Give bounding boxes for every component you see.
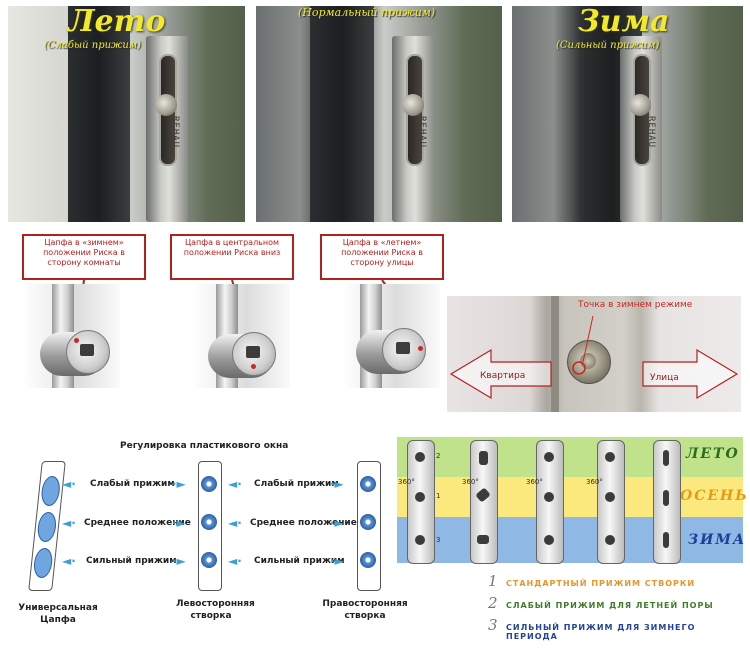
position-label-strong: Сильный прижим — [86, 556, 177, 566]
callout-center: Цапфа в центральном положении Риска вниз — [170, 234, 294, 280]
arrow-left-5: ◄· — [62, 554, 76, 568]
caption-right-sash: Правосторонняя створка — [322, 599, 408, 621]
arrow-left-2: ◄· — [228, 477, 242, 491]
arrow-right-2: ·► — [330, 477, 344, 491]
cell-num-2: 2 — [436, 452, 441, 460]
cell-num-1: 1 — [436, 492, 441, 500]
band-winter — [397, 517, 743, 563]
band-label-winter: ЗИМА — [688, 532, 747, 548]
legend-num-1: 1 — [488, 572, 498, 590]
band-summer — [397, 437, 743, 477]
callout-summer: Цапфа в «летнем» положении Риска в сторо… — [320, 234, 444, 280]
summer-title: Лето — [68, 4, 166, 39]
summer-photo: REHAU — [8, 6, 245, 222]
cell-num-3: 3 — [436, 536, 441, 544]
arrow-left-1: ◄· — [62, 477, 76, 491]
street-arrow-label: Улица — [650, 373, 679, 383]
outdoor-photo — [447, 296, 741, 412]
caption-left-sash: Левосторонняя створка — [176, 599, 255, 621]
band-label-summer: ЛЕТО — [686, 446, 740, 462]
position-label-weak-2: Слабый прижим — [254, 479, 339, 489]
angle-label-3: 360° — [526, 478, 543, 486]
arrow-right-1: ·► — [172, 477, 186, 491]
arrow-right-6: ·► — [330, 554, 344, 568]
legend-num-2: 2 — [488, 594, 498, 612]
winter-point-label: Точка в зимнем режиме — [578, 300, 693, 310]
winter-title: Зима — [578, 4, 670, 39]
normal-photo: REHAU — [256, 6, 502, 222]
callout-winter: Цапфа в «зимнем» положении Риска в сторо… — [22, 234, 146, 280]
arrow-left-3: ◄· — [62, 516, 76, 530]
arrow-left-4: ◄· — [228, 516, 242, 530]
angle-label-2: 360° — [462, 478, 479, 486]
position-label-strong-2: Сильный прижим — [254, 556, 345, 566]
caption-universal: Универсальная Цапфа — [18, 603, 98, 625]
arrow-right-4: ·► — [330, 516, 344, 530]
legend-text-1: СТАНДАРТНЫЙ ПРИЖИМ СТВОРКИ — [506, 579, 696, 588]
trunnion-winter-photo — [22, 284, 120, 388]
diagram-title: Регулировка пластикового окна — [120, 441, 289, 451]
angle-label-4: 360° — [586, 478, 603, 486]
outdoor-overlay — [449, 315, 739, 400]
legend-num-3: 3 — [488, 616, 498, 634]
position-label-middle: Среднее положение — [84, 518, 191, 528]
band-label-autumn: ОСЕНЬ — [680, 488, 749, 504]
legend-text-2: СЛАБЫЙ ПРИЖИМ ДЛЯ ЛЕТНЕЙ ПОРЫ — [506, 601, 714, 610]
legend-text-3: СИЛЬНЫЙ ПРИЖИМ ДЛЯ ЗИМНЕГО ПЕРИОДА — [506, 623, 696, 641]
right-sash-strip — [357, 461, 381, 591]
position-label-weak: Слабый прижим — [90, 479, 175, 489]
left-sash-strip — [198, 461, 222, 591]
position-label-middle-2: Среднее положение — [250, 518, 357, 528]
angle-label: 360° — [398, 478, 415, 486]
arrow-left-6: ◄· — [228, 554, 242, 568]
summer-subtitle: (Слабый прижим) — [44, 40, 142, 51]
normal-subtitle: (Нормальный прижим) — [298, 6, 436, 19]
apartment-arrow-label: Квартира — [480, 371, 526, 381]
winter-subtitle: (Сильный прижим) — [556, 40, 660, 51]
arrow-right-3: ·► — [172, 516, 186, 530]
trunnion-center-photo — [192, 284, 290, 388]
band-autumn — [397, 477, 743, 517]
arrow-right-5: ·► — [172, 554, 186, 568]
trunnion-summer-photo — [342, 284, 440, 388]
winter-photo: REHAU — [512, 6, 743, 222]
